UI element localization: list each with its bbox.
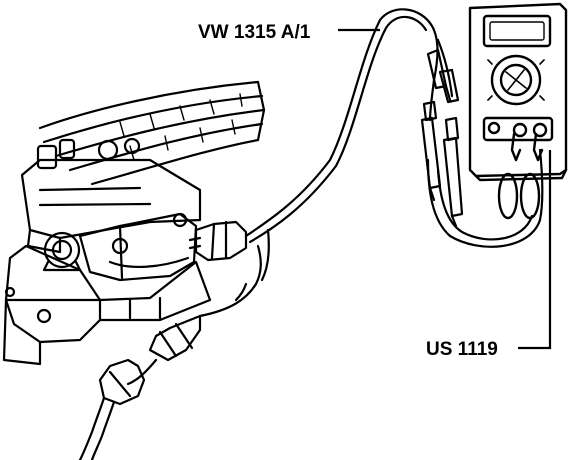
engine-assembly	[2, 80, 266, 366]
label-vw-1315: VW 1315 A/1	[198, 22, 311, 43]
callout-leaders	[338, 28, 552, 350]
test-probes	[420, 48, 464, 228]
label-us-1119: US 1119	[426, 339, 498, 360]
test-cable-assembly	[78, 8, 544, 460]
rotary-switch	[490, 54, 542, 106]
multimeter	[468, 2, 568, 220]
meter-display	[482, 14, 552, 48]
leader-us	[518, 150, 552, 350]
adapter-cable	[198, 244, 262, 318]
meter-body	[468, 2, 568, 178]
main-cable	[244, 8, 439, 238]
